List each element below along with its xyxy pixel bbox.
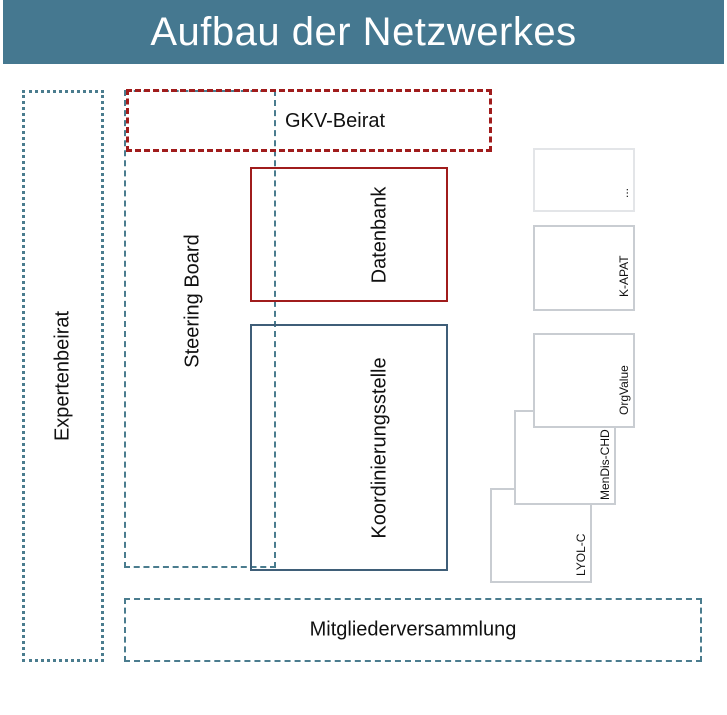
project-label-mendis-chd: MenDis-CHD (598, 429, 612, 500)
mitgliederversammlung-label: Mitgliederversammlung (309, 618, 517, 641)
steering-board-label: Steering Board (181, 233, 204, 368)
page-title: Aufbau der Netzwerkes (150, 9, 577, 54)
mitgliederversammlung-box: Mitgliederversammlung (124, 598, 702, 662)
project-label-orgvalue: OrgValue (617, 365, 631, 415)
project-box-more: ... (533, 148, 635, 212)
expertenbeirat-box: Expertenbeirat (22, 90, 104, 662)
project-label-k-apat: K-APAT (617, 255, 631, 297)
datenbank-box: Datenbank (250, 167, 448, 302)
project-label-more: ... (617, 187, 631, 198)
page-title-bar: Aufbau der Netzwerkes (3, 0, 724, 64)
project-box-k-apat: K-APAT (533, 225, 635, 311)
project-label-lyol-c: LYOL-C (574, 533, 588, 576)
gkv-beirat-label: GKV-Beirat (285, 110, 386, 132)
expertenbeirat-label: Expertenbeirat (51, 310, 74, 442)
project-box-orgvalue: OrgValue (533, 333, 635, 428)
gkv-beirat-box: GKV-Beirat (126, 89, 492, 152)
koordinierungsstelle-box: Koordinierungsstelle (250, 324, 448, 571)
datenbank-label: Datenbank (368, 186, 391, 283)
koordinierungsstelle-label: Koordinierungsstelle (368, 356, 391, 539)
